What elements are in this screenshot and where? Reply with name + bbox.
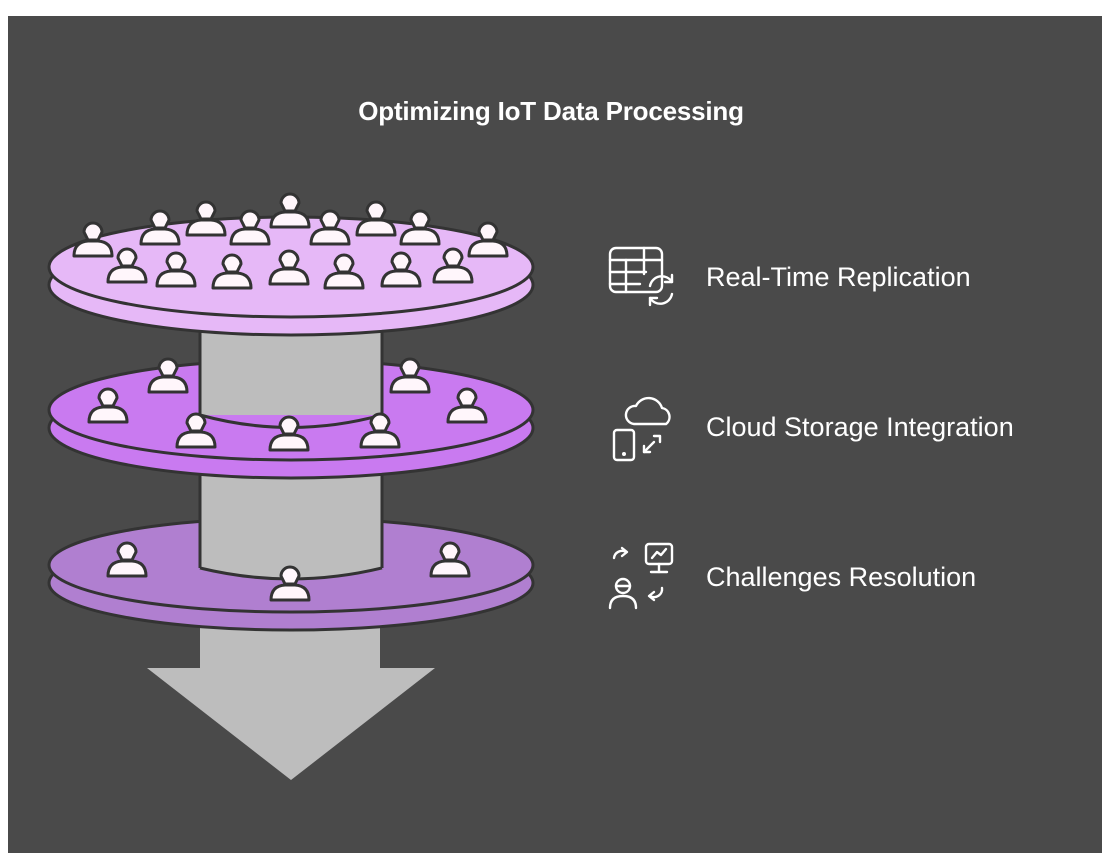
legend-item-challenges-resolution: Challenges Resolution: [606, 542, 976, 612]
cloud-device-sync-icon: [606, 392, 682, 462]
legend-label: Cloud Storage Integration: [706, 411, 1014, 442]
person-icon: [269, 192, 311, 229]
top-strip: [0, 0, 1102, 16]
down-arrow: [147, 620, 435, 780]
diagram-title: Optimizing IoT Data Processing: [358, 96, 744, 126]
legend-label: Real-Time Replication: [706, 261, 971, 292]
person-monitor-exchange-icon: [606, 542, 682, 612]
table-sync-icon: [606, 242, 682, 312]
legend-item-cloud-storage-integration: Cloud Storage Integration: [606, 392, 1014, 462]
legend-label: Challenges Resolution: [706, 561, 977, 592]
legend-item-real-time-replication: Real-Time Replication: [606, 242, 971, 312]
